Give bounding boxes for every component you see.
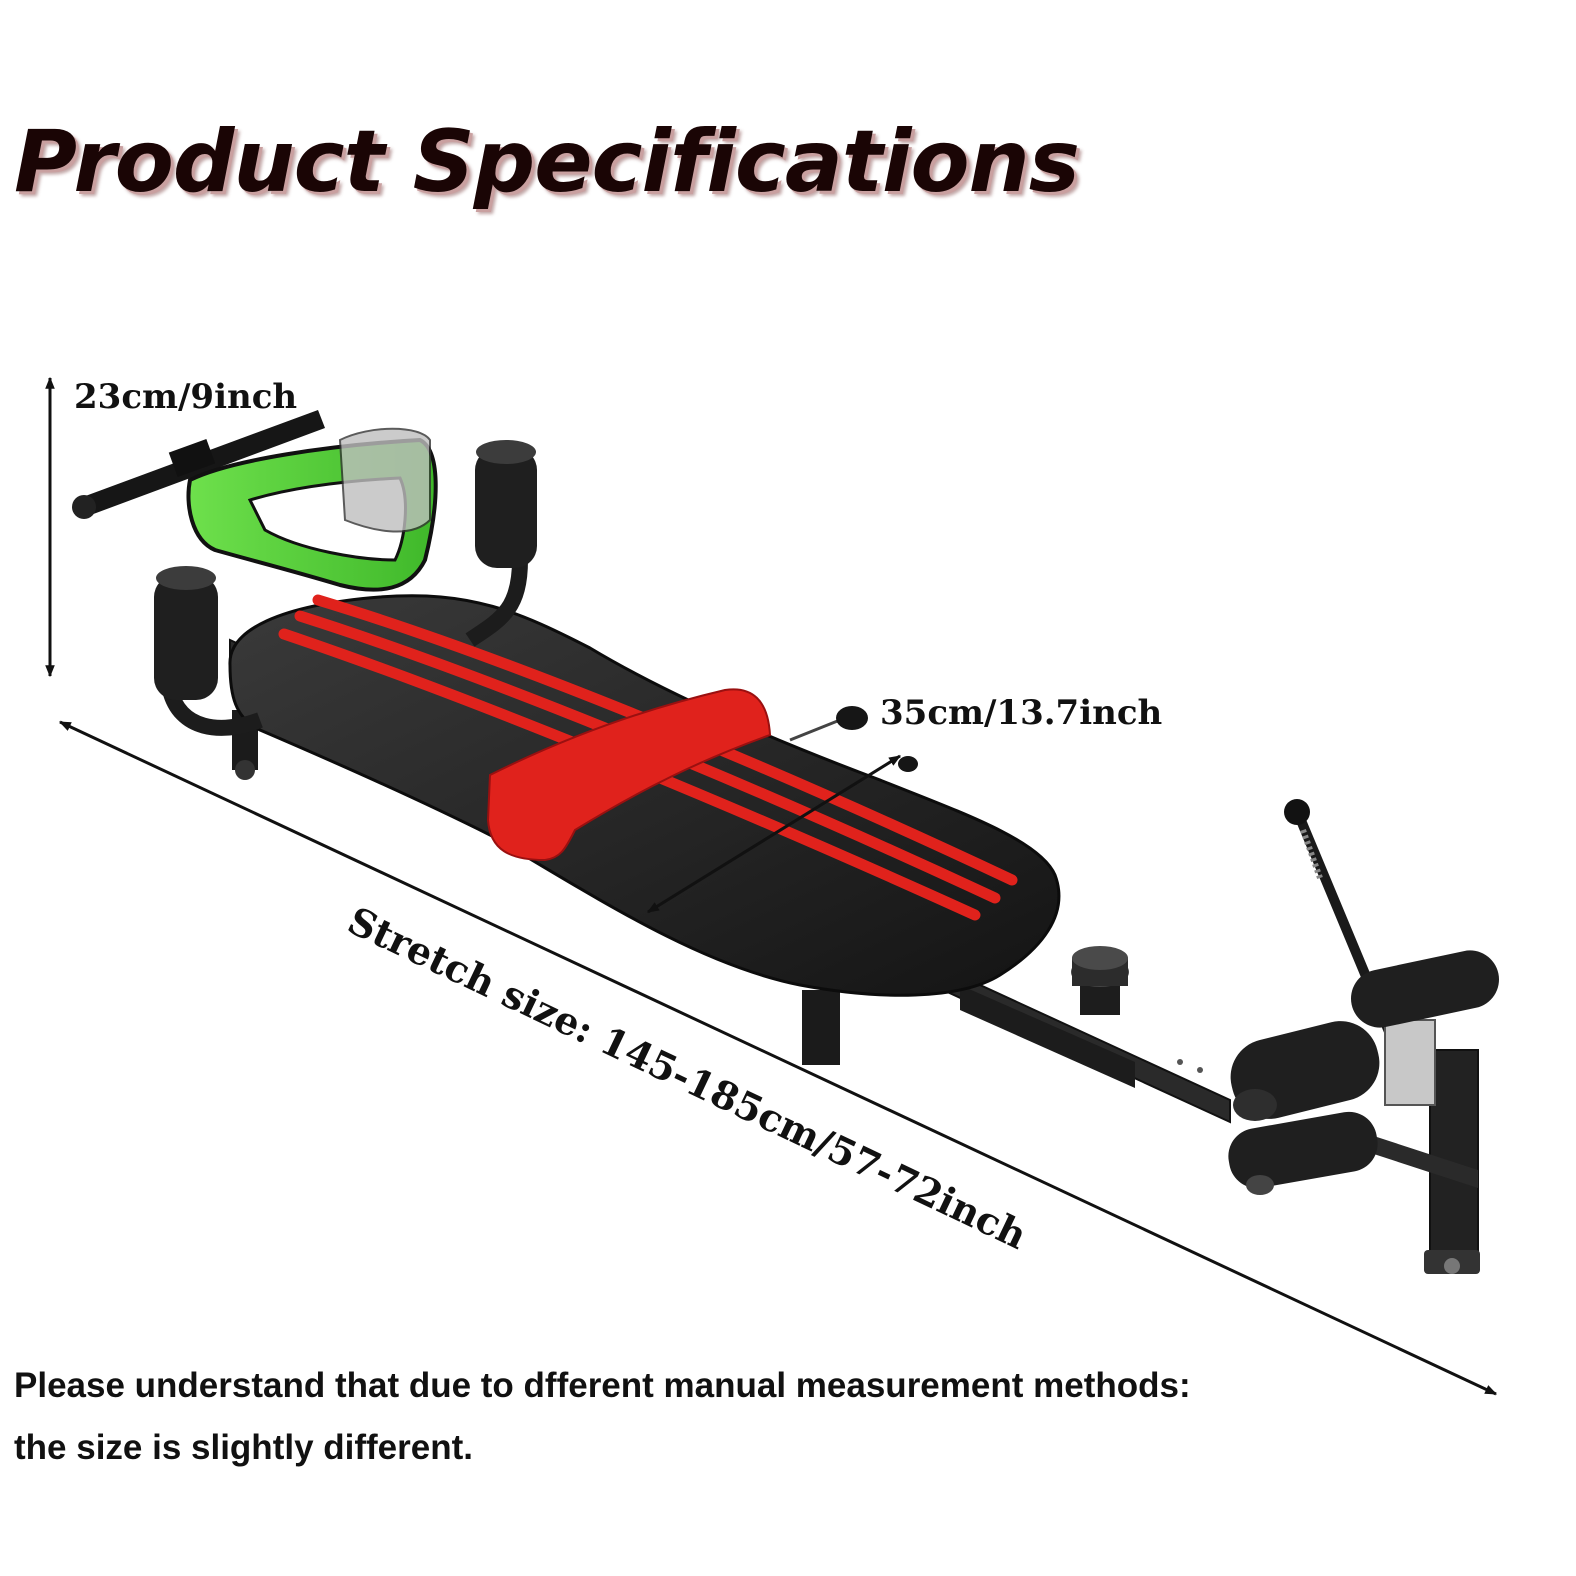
height-dimension-label: 23cm/9inch [74, 377, 297, 417]
handle-bar [72, 410, 325, 519]
width-dimension-label: 35cm/13.7inch [880, 693, 1162, 733]
head-strap [186, 427, 438, 592]
page-title: Product Specifications [14, 112, 1080, 212]
stretch-dimension-arrow [58, 720, 1498, 1396]
adjustment-knob [1071, 946, 1129, 1015]
measurement-note-line-1: Please understand that due to dfferent m… [14, 1366, 1191, 1405]
measurement-note-line-2: the size is slightly different. [14, 1428, 473, 1467]
